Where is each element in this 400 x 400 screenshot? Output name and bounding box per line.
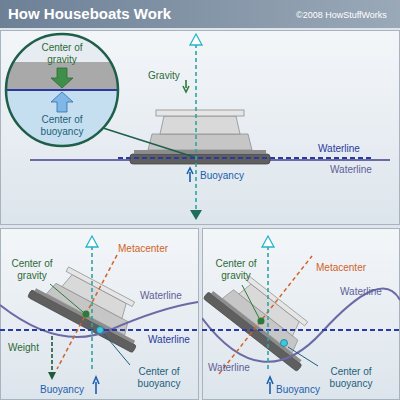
force-label: Buoyancy xyxy=(276,384,320,396)
top-panel xyxy=(1,31,400,225)
copyright-note: ©2008 HowStuffWorks xyxy=(296,9,387,21)
buoyancy-dot xyxy=(97,327,104,334)
leader-line xyxy=(50,284,83,312)
waterline-label: Waterline xyxy=(340,286,382,298)
inset-leader xyxy=(103,128,194,157)
part-label: Center of buoyancy xyxy=(32,114,92,138)
waterline-label: Waterline xyxy=(318,143,360,155)
part-label: Center of buoyancy xyxy=(126,366,192,390)
gravity-arrow xyxy=(51,68,73,88)
vertical-axis xyxy=(195,44,197,212)
waterline-label: Waterline xyxy=(330,164,372,176)
force-label: Gravity xyxy=(148,70,180,82)
waterline-label: Waterline xyxy=(148,334,190,346)
part-label: Metacenter xyxy=(316,262,366,274)
page-title: How Houseboats Work xyxy=(8,5,171,23)
metacenter-axis xyxy=(57,255,117,369)
part-label: Center of buoyancy xyxy=(316,366,386,390)
waterline-label: Waterline xyxy=(208,362,250,374)
buoyancy-arrow xyxy=(93,377,99,394)
leader-line xyxy=(288,347,318,366)
force-label: Weight xyxy=(8,342,39,354)
axis-arrowhead xyxy=(190,34,202,45)
vertical-axis xyxy=(91,246,93,370)
part-label: Metacenter xyxy=(118,243,168,255)
houseboat xyxy=(130,110,270,164)
inset-detail xyxy=(4,32,124,152)
gravity-dot xyxy=(258,318,265,325)
leader-line xyxy=(104,334,130,365)
leader-line xyxy=(242,285,259,318)
waterline-dashed xyxy=(118,157,372,159)
weight-arrow xyxy=(51,336,53,374)
vertical-axis xyxy=(267,246,269,372)
weight-arrowhead xyxy=(48,372,56,380)
waterline-label: Waterline xyxy=(140,290,182,302)
axis-arrowhead xyxy=(86,236,98,247)
inset-circle xyxy=(6,34,118,146)
buoyancy-dot xyxy=(281,340,288,347)
buoyancy-arrow xyxy=(187,168,193,182)
force-label: Buoyancy xyxy=(200,170,244,182)
buoyancy-arrow xyxy=(267,377,273,394)
waterline-dashed xyxy=(202,329,400,331)
gravity-dot xyxy=(83,311,90,318)
part-label: Center of gravity xyxy=(32,42,92,66)
waterline-curve xyxy=(0,302,198,337)
part-label: Center of gravity xyxy=(206,258,266,282)
part-label: Center of gravity xyxy=(2,258,62,282)
gravity-arrow xyxy=(183,80,189,92)
header-bar xyxy=(0,0,400,28)
left-panel xyxy=(1,229,199,400)
buoyancy-arrow xyxy=(51,92,73,112)
right-panel xyxy=(203,229,400,400)
axis-arrowhead xyxy=(190,210,202,220)
waterline-curve xyxy=(202,288,400,361)
force-label: Buoyancy xyxy=(40,384,84,396)
axis-arrowhead xyxy=(262,236,274,247)
